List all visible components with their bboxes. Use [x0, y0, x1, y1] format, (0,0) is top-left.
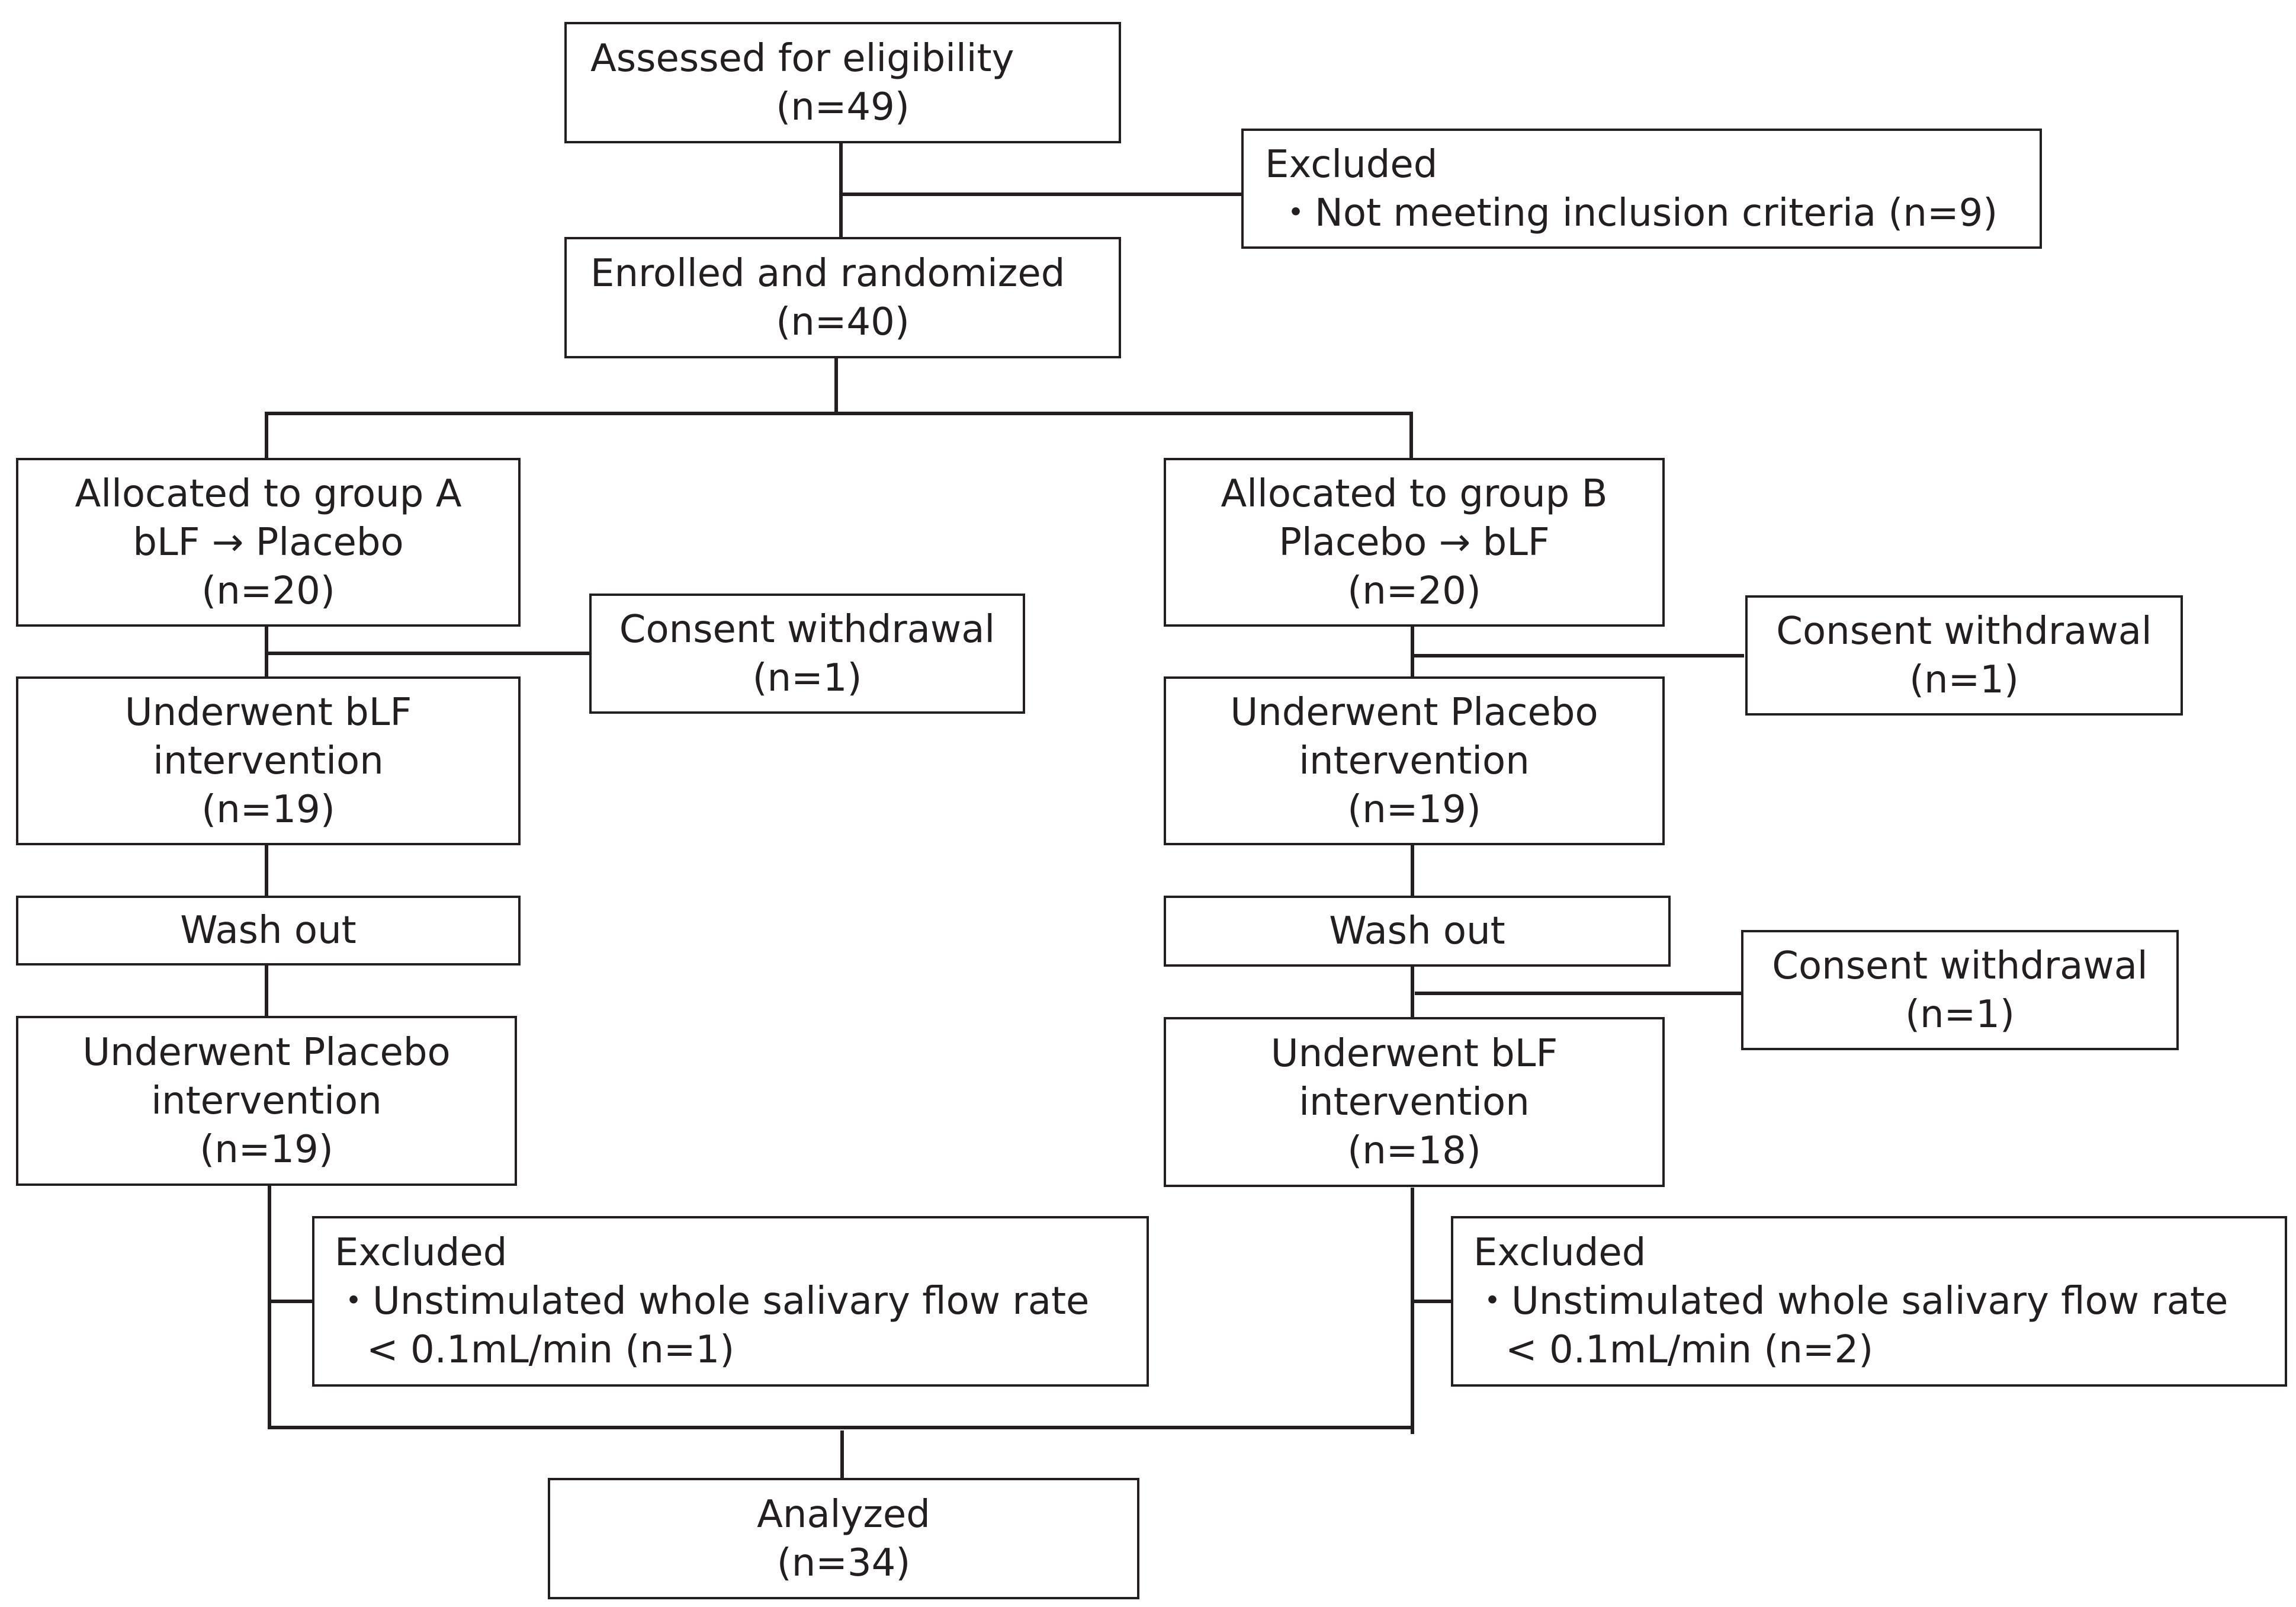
group-a-first-count: (n=19): [201, 787, 335, 832]
group-a-allocated-title: Allocated to group A: [75, 471, 462, 516]
group-b-withdrawal1-box: Consent withdrawal (n=1): [1745, 595, 2183, 716]
group-b-allocated-count: (n=20): [1347, 569, 1481, 613]
group-b-sequence: Placebo → bLF: [1279, 520, 1550, 564]
group-a-sequence: bLF → Placebo: [133, 520, 404, 564]
analyzed-box: Analyzed (n=34): [548, 1478, 1139, 1599]
group-a-first-title: Underwent bLF: [124, 690, 412, 734]
group-b-withdrawal1-title: Consent withdrawal: [1776, 609, 2152, 653]
group-b-first-title: Underwent Placebo: [1230, 690, 1598, 734]
group-b-withdrawal2-box: Consent withdrawal (n=1): [1741, 930, 2179, 1050]
group-a-washout-box: Wash out: [16, 896, 521, 966]
group-b-excluded-item1: ・Unstimulated whole salivary flow rate: [1473, 1279, 2228, 1323]
group-b-excluded-item2: < 0.1mL/min (n=2): [1505, 1328, 1874, 1372]
group-a-allocated-box: Allocated to group A bLF → Placebo (n=20…: [16, 458, 521, 627]
group-a-allocated-count: (n=20): [201, 569, 335, 613]
excluded-top-box: Excluded ・Not meeting inclusion criteria…: [1241, 129, 2042, 249]
group-b-washout-box: Wash out: [1164, 896, 1671, 967]
excluded-top-item: ・Not meeting inclusion criteria (n=9): [1277, 191, 1998, 235]
group-a-first-intervention-box: Underwent bLF intervention (n=19): [16, 676, 521, 845]
group-b-withdrawal2-count: (n=1): [1905, 992, 2015, 1037]
assessed-title: Assessed for eligibility: [590, 36, 1014, 81]
group-b-second-sub: intervention: [1299, 1080, 1530, 1124]
group-b-excluded-title: Excluded: [1473, 1231, 1646, 1275]
group-a-withdrawal-count: (n=1): [752, 656, 862, 700]
group-a-washout-label: Wash out: [180, 909, 357, 952]
group-b-washout-label: Wash out: [1329, 909, 1505, 953]
group-a-first-sub: intervention: [153, 739, 384, 783]
group-a-excluded-item2: < 0.1mL/min (n=1): [367, 1328, 735, 1372]
group-a-excluded-item1: ・Unstimulated whole salivary flow rate: [335, 1279, 1090, 1323]
group-b-second-title: Underwent bLF: [1270, 1031, 1558, 1076]
group-a-second-sub: intervention: [151, 1079, 382, 1123]
group-a-excluded-box: Excluded ・Unstimulated whole salivary fl…: [312, 1216, 1149, 1387]
analyzed-title: Analyzed: [757, 1492, 930, 1537]
group-a-second-intervention-box: Underwent Placebo intervention (n=19): [16, 1016, 517, 1186]
assessed-count: (n=49): [776, 85, 910, 129]
assessed-box: Assessed for eligibility (n=49): [564, 22, 1121, 143]
group-a-withdrawal-title: Consent withdrawal: [619, 607, 996, 652]
group-b-withdrawal2-title: Consent withdrawal: [1772, 944, 2148, 988]
group-b-second-intervention-box: Underwent bLF intervention (n=18): [1164, 1017, 1665, 1187]
group-a-second-count: (n=19): [200, 1127, 333, 1172]
group-b-allocated-box: Allocated to group B Placebo → bLF (n=20…: [1164, 458, 1665, 627]
group-b-second-count: (n=18): [1347, 1128, 1481, 1173]
group-b-excluded-box: Excluded ・Unstimulated whole salivary fl…: [1451, 1216, 2287, 1387]
group-b-allocated-title: Allocated to group B: [1221, 471, 1608, 516]
enrolled-box: Enrolled and randomized (n=40): [564, 237, 1121, 358]
group-a-excluded-title: Excluded: [335, 1231, 508, 1275]
group-a-withdrawal-box: Consent withdrawal (n=1): [589, 594, 1025, 714]
analyzed-count: (n=34): [776, 1541, 911, 1585]
excluded-top-title: Excluded: [1265, 142, 1438, 187]
group-b-first-intervention-box: Underwent Placebo intervention (n=19): [1164, 676, 1665, 845]
group-b-withdrawal1-count: (n=1): [1909, 657, 2019, 702]
group-a-second-title: Underwent Placebo: [82, 1030, 451, 1074]
enrolled-title: Enrolled and randomized: [590, 251, 1065, 296]
group-b-first-sub: intervention: [1299, 739, 1530, 783]
group-b-first-count: (n=19): [1347, 787, 1481, 832]
enrolled-count: (n=40): [776, 300, 910, 344]
